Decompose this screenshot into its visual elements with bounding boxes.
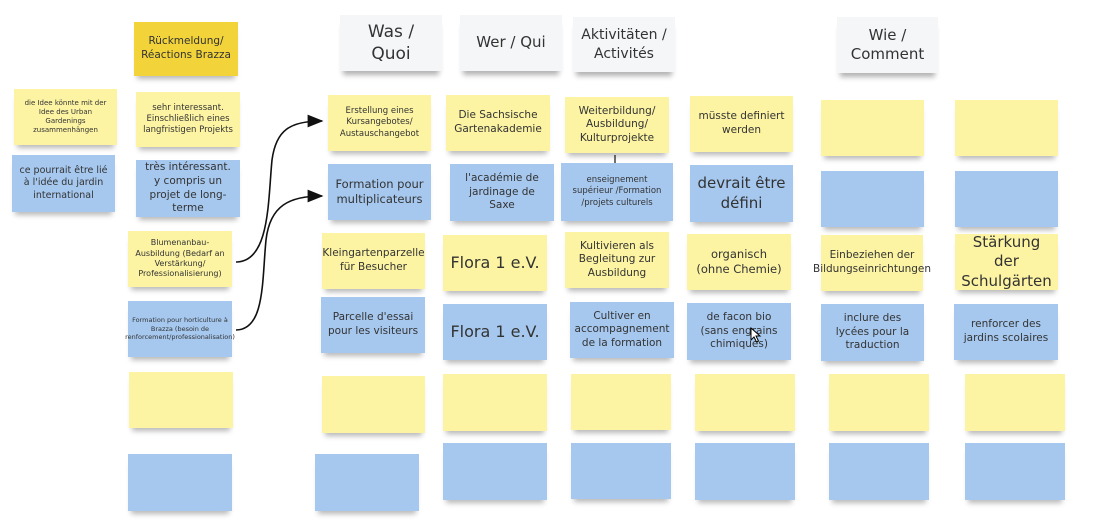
who-note-row2-fr[interactable]: Flora 1 e.V. <box>443 304 547 360</box>
activities-note-row1-fr[interactable]: enseignement supérieur /Formation /proje… <box>561 163 673 221</box>
how2-note-empty-blue[interactable] <box>829 443 929 500</box>
how2-note-row2-fr[interactable]: inclure des lycées pour la traduction <box>821 304 924 361</box>
how3-note-row1-fr[interactable] <box>955 171 1058 227</box>
mouse-cursor-icon <box>750 327 762 343</box>
feedback-note-interesting-de[interactable]: sehr interessant. Einschließlich eines l… <box>136 92 240 147</box>
how1-note-empty-blue[interactable] <box>695 443 795 500</box>
what-note-row1-de[interactable]: Erstellung eines Kursangebotes/ Austausc… <box>328 95 431 151</box>
feedback-note-empty-yellow[interactable] <box>129 372 233 428</box>
what-note-empty-yellow[interactable] <box>322 376 425 433</box>
header-what-note[interactable]: Was / Quoi <box>340 15 442 71</box>
how1-note-row2-de[interactable]: organisch (ohne Chemie) <box>687 234 791 290</box>
header-who-note[interactable]: Wer / Qui <box>460 15 562 71</box>
how2-note-row2-de[interactable]: Einbeziehen der Bildungseinrichtungen <box>813 235 931 291</box>
connector-arrow-flower-de-to-course[interactable] <box>235 114 324 263</box>
header-how-note[interactable]: Wie / Comment <box>837 17 938 73</box>
how2-note-row1-fr[interactable] <box>821 171 924 227</box>
feedback-note-interesting-fr[interactable]: très intéressant. y compris un projet de… <box>136 160 240 217</box>
how3-note-row2-de[interactable]: Stärkung der Schulgärten <box>955 233 1058 290</box>
feedback-note-flower-fr[interactable]: Formation pour horticulture à Brazza (be… <box>125 301 235 357</box>
how3-note-empty-blue[interactable] <box>965 443 1065 500</box>
activities-note-row2-fr[interactable]: Cultiver en accompagnement de la formati… <box>570 302 674 358</box>
feedback-note-urban-gardening-fr[interactable]: ce pourrait être lié à l'idée du jardin … <box>12 155 115 212</box>
who-note-row1-de[interactable]: Die Sachsische Gartenakademie <box>446 95 550 151</box>
activities-note-empty-yellow[interactable] <box>571 374 671 430</box>
what-note-row1-fr[interactable]: Formation pour multiplicateurs <box>328 164 431 220</box>
feedback-note-urban-gardening-de[interactable]: die Idee könnte mit der Idee des Urban G… <box>14 89 117 145</box>
connector-arrow-flower-fr-to-multiplicators[interactable] <box>235 189 324 331</box>
what-note-row2-de[interactable]: Kleingartenparzelle für Besucher <box>322 233 425 289</box>
how1-note-row1-fr[interactable]: devrait être défini <box>690 165 793 222</box>
who-note-row1-fr[interactable]: l'académie de jardinage de Saxe <box>450 164 554 221</box>
how3-note-row2-fr[interactable]: renforcer des jardins scolaires <box>954 304 1058 360</box>
how1-note-row1-de[interactable]: müsste definiert werden <box>690 96 793 152</box>
feedback-note-empty-blue[interactable] <box>128 454 232 511</box>
header-activities-note[interactable]: Aktivitäten / Activités <box>573 17 675 72</box>
who-note-empty-yellow[interactable] <box>443 374 547 431</box>
how2-note-empty-yellow[interactable] <box>829 374 929 431</box>
feedback-note-flower-de[interactable]: Blumenanbau-Ausbildung (Bedarf an Verstä… <box>128 231 232 287</box>
how1-note-empty-yellow[interactable] <box>695 374 795 431</box>
activities-note-empty-blue[interactable] <box>571 443 671 499</box>
who-note-row2-de[interactable]: Flora 1 e.V. <box>443 235 547 291</box>
what-note-empty-blue[interactable] <box>315 454 419 511</box>
how1-note-row2-fr[interactable]: de facon bio (sans engrains chimiques) <box>687 303 791 360</box>
who-note-empty-blue[interactable] <box>443 443 547 500</box>
how3-note-row1-de[interactable] <box>955 100 1058 156</box>
how2-note-row1-de[interactable] <box>821 100 924 156</box>
activities-note-row2-de[interactable]: Kultivieren als Begleitung zur Ausbildun… <box>565 232 669 288</box>
how3-note-empty-yellow[interactable] <box>965 374 1065 431</box>
header-feedback-note[interactable]: Rückmeldung/ Réactions Brazza <box>134 22 238 76</box>
what-note-row2-fr[interactable]: Parcelle d'essai pour les visiteurs <box>321 297 425 353</box>
activities-note-row1-de[interactable]: Weiterbildung/ Ausbildung/ Kulturprojekt… <box>565 97 669 153</box>
